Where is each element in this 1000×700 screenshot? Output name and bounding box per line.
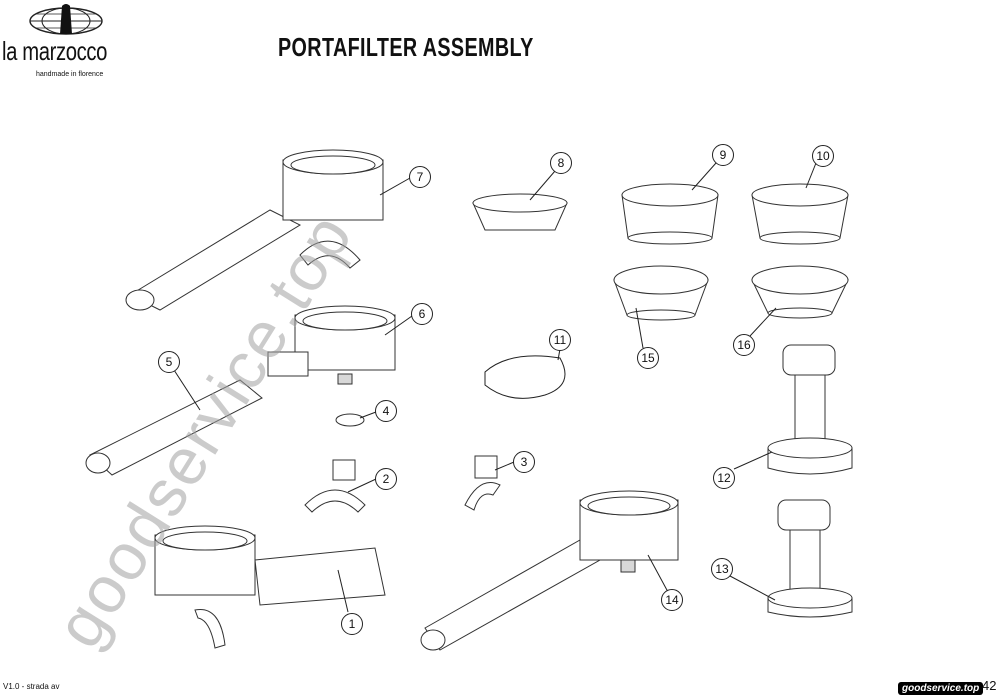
site-badge[interactable]: goodservice.top (898, 682, 984, 695)
part-3-single-spout (464, 455, 501, 511)
brand-tagline: handmade in florence (36, 71, 104, 78)
part-11-spring-clip (484, 355, 566, 399)
page-title: PORTAFILTER ASSEMBLY (278, 32, 534, 62)
part-8-basket (472, 193, 568, 231)
callout-6: 6 (411, 303, 433, 325)
part-15-filter-basket (613, 265, 709, 321)
callout-13: 13 (711, 558, 733, 580)
callout-16: 16 (733, 334, 755, 356)
callout-12: 12 (713, 467, 735, 489)
part-1-portafilter (154, 525, 386, 649)
callout-9: 9 (712, 144, 734, 166)
part-16-filter-basket (751, 265, 849, 319)
callout-2: 2 (375, 468, 397, 490)
part-10-filter-basket (751, 183, 849, 245)
part-14-portafilter (420, 490, 679, 651)
callout-8: 8 (550, 152, 572, 174)
brand-name: la marzocco (2, 36, 108, 66)
globe-logo-icon (29, 4, 103, 35)
callout-11: 11 (549, 329, 571, 351)
part-4-disc (335, 413, 365, 427)
part-2-double-spout (304, 459, 366, 513)
callout-1: 1 (341, 613, 363, 635)
callout-7: 7 (409, 166, 431, 188)
page-number: 42 (982, 678, 997, 693)
callout-15: 15 (637, 347, 659, 369)
callout-4: 4 (375, 400, 397, 422)
part-5-handle (85, 379, 263, 476)
callout-10: 10 (812, 145, 834, 167)
callout-14: 14 (661, 589, 683, 611)
part-12-tamper (767, 344, 853, 475)
brand-logo: la marzocco handmade in florence (0, 0, 140, 90)
part-13-tamper (767, 499, 853, 618)
version-label: V1.0 - strada av (3, 682, 60, 691)
part-7-portafilter (125, 149, 384, 311)
callout-5: 5 (158, 351, 180, 373)
callout-3: 3 (513, 451, 535, 473)
leader-lines (173, 162, 817, 613)
part-9-filter-basket (621, 183, 719, 245)
part-6-portafilter-body (267, 305, 396, 385)
